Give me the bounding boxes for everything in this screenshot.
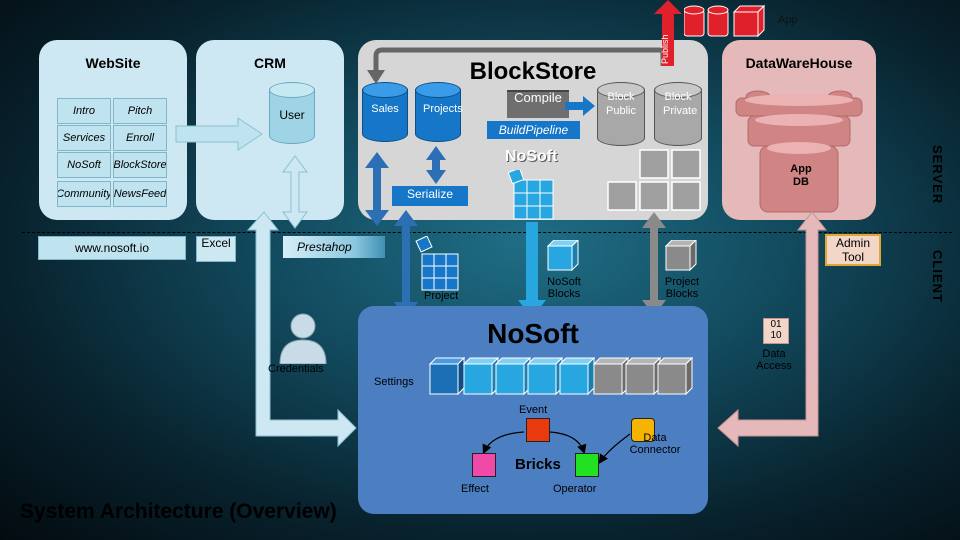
server-client-divider (22, 232, 952, 233)
project-cube-stack-icon (607, 149, 701, 211)
nosoft-client-panel: NoSoft Settings (358, 306, 708, 514)
bricks-flow-diagram (482, 431, 631, 464)
website-item-services[interactable]: Services (57, 125, 111, 151)
credentials-label: Credentials (268, 363, 324, 375)
sales-label: Sales (371, 103, 399, 115)
nosoft-block-icon (546, 240, 579, 272)
app-db-stacked-icon (735, 90, 863, 213)
effect-label: Effect (461, 483, 489, 495)
crm-title: CRM (254, 55, 286, 71)
event-brick-icon[interactable] (526, 418, 550, 442)
user-database-icon: User (269, 82, 315, 144)
app-label: App (778, 14, 798, 26)
settings-block-5 (558, 356, 596, 396)
settings-block-8 (656, 356, 694, 396)
build-pipeline-box: BuildPipeline (487, 121, 580, 139)
operator-brick-icon[interactable] (575, 453, 599, 477)
user-person-icon (279, 313, 327, 364)
operator-label: Operator (553, 483, 597, 495)
admin-tool-box[interactable]: Admin Tool (825, 234, 881, 266)
app-packages-icon (684, 4, 766, 38)
client-label: CLIENT (930, 250, 945, 303)
website-item-pitch[interactable]: Pitch (113, 98, 167, 124)
projects-label: Projects (423, 103, 463, 115)
compile-label: Compile (514, 90, 562, 104)
settings-block-2 (462, 356, 500, 396)
block-private-database-icon: Block Private (654, 82, 702, 146)
data-access-label: Data Access (756, 348, 792, 372)
website-item-enroll[interactable]: Enroll (113, 125, 167, 151)
settings-block-1 (428, 356, 466, 396)
project-blocks-label: Project Blocks (664, 276, 700, 300)
website-title: WebSite (85, 55, 141, 71)
website-item-community[interactable]: Community (57, 181, 111, 207)
prestashop-box[interactable]: Prestahop (283, 236, 385, 258)
website-panel: WebSite Intro Pitch Services Enroll NoSo… (39, 40, 187, 220)
website-item-blockstore[interactable]: BlockStore (113, 152, 167, 178)
compile-arrow-icon (565, 96, 595, 116)
excel-box[interactable]: Excel (196, 236, 236, 262)
website-item-intro[interactable]: Intro (57, 98, 111, 124)
publish-arrow-icon (654, 0, 682, 66)
settings-label: Settings (374, 376, 414, 388)
datawarehouse-title: DataWareHouse (745, 55, 853, 71)
block-public-database-icon: Block Public (597, 82, 645, 146)
bricks-label: Bricks (515, 456, 561, 473)
settings-block-4 (526, 356, 564, 396)
project-cubes-icon (415, 236, 459, 291)
page-title: System Architecture (Overview) (20, 500, 337, 523)
settings-block-row (428, 356, 694, 396)
crm-panel: CRM User (196, 40, 344, 220)
blockstore-title: BlockStore (469, 58, 597, 85)
project-block-icon (664, 240, 697, 272)
nosoft-blocks-label: NoSoft Blocks (547, 276, 581, 300)
website-url-box[interactable]: www.nosoft.io (38, 236, 186, 260)
nosoft-client-title: NoSoft (487, 318, 579, 349)
user-db-label: User (279, 108, 305, 122)
data-connector-brick-icon[interactable] (631, 418, 655, 442)
compile-box (507, 90, 569, 118)
settings-block-6 (592, 356, 630, 396)
website-item-newsfeed[interactable]: NewsFeed (113, 181, 167, 207)
settings-block-7 (624, 356, 662, 396)
serialize-box: Serialize (392, 186, 468, 206)
event-label: Event (519, 404, 548, 416)
block-private-label: Block Private (663, 91, 698, 117)
projects-database-icon: Projects (415, 82, 463, 142)
website-item-nosoft[interactable]: NoSoft (57, 152, 111, 178)
data-access-icon: 01 10 (763, 318, 789, 344)
server-label: SERVER (930, 145, 945, 205)
block-public-label: Block Public (606, 91, 636, 117)
settings-block-3 (494, 356, 532, 396)
nosoft-cube-stack-icon (508, 170, 554, 220)
sales-database-icon: Sales (362, 82, 408, 142)
nosoft-server-label: NoSoft (505, 148, 558, 165)
data-connector-label: Data Connector (629, 432, 681, 456)
app-db-label: App DB (790, 163, 812, 188)
project-label: Project (424, 290, 459, 302)
effect-brick-icon[interactable] (472, 453, 496, 477)
